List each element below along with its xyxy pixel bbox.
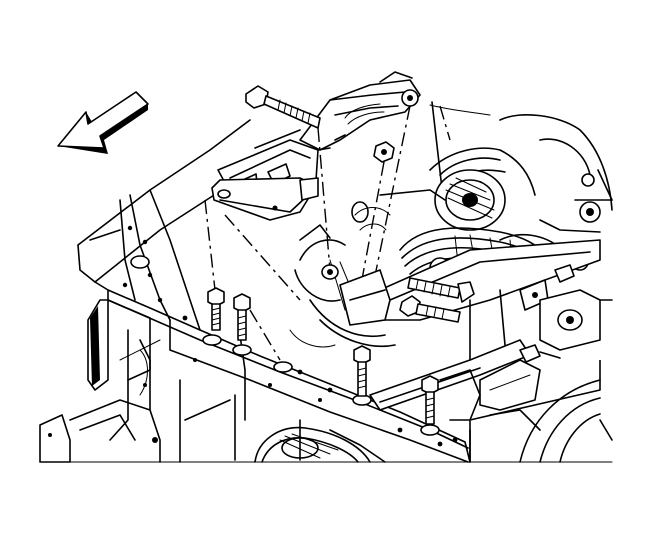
frame-bolts <box>207 287 439 425</box>
mount-nut <box>373 141 395 163</box>
frame-bolt <box>207 287 225 331</box>
top-bolt <box>245 85 321 129</box>
right-lower-assembly <box>439 169 613 463</box>
frame-bolt <box>421 375 439 425</box>
engine-mount-pad <box>211 139 319 221</box>
frame-bolt <box>233 293 251 341</box>
upper-mount-bracket <box>299 71 491 151</box>
wiring-harness <box>289 189 446 348</box>
frame-lower-edge <box>39 299 613 463</box>
lower-left-bracket <box>39 299 231 463</box>
frame-bolt <box>353 345 371 397</box>
bracket-bolts <box>399 264 575 363</box>
leader-lines <box>204 105 451 361</box>
direction-arrow-icon <box>57 91 149 154</box>
lower-pulley <box>254 426 386 463</box>
